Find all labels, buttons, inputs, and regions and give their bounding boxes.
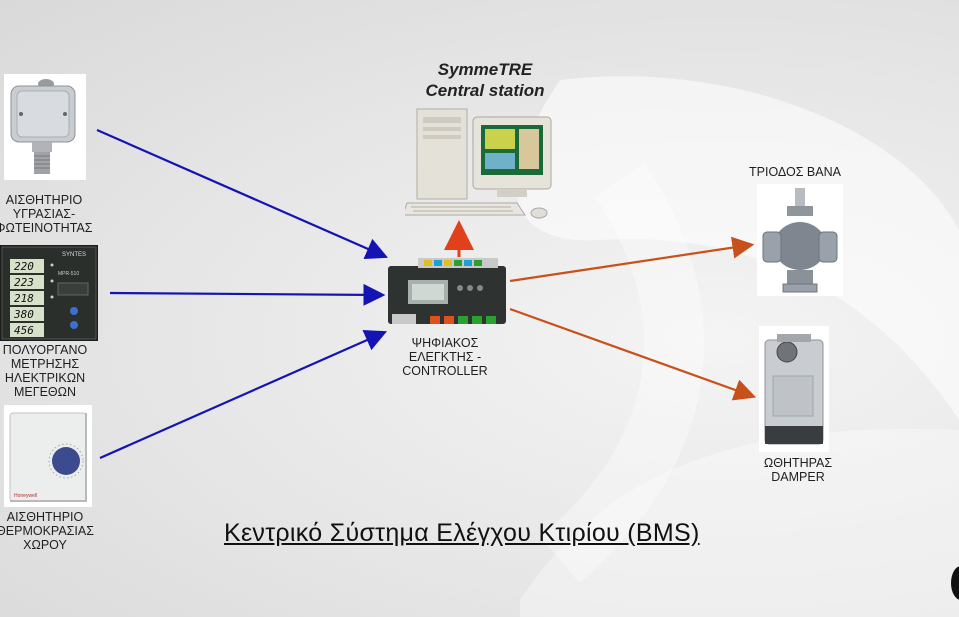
meter-reading-3: 218	[14, 292, 34, 305]
meter-reading-5: 456	[14, 324, 34, 337]
valve-label: ΤΡΙΟΔΟΣ ΒΑΝΑ	[749, 165, 841, 179]
temperature-sensor-label: ΑΙΣΘΗΤΗΡΙΟ ΘΕΡΜΟΚΡΑΣΙΑΣ ΧΩΡΟΥ	[0, 510, 94, 552]
meter-reading-4: 380	[13, 308, 34, 321]
multimeter-label: ΠΟΛΥΟΡΓΑΝΟ ΜΕΤΡΗΣΗΣ ΗΛΕΚΤΡΙΚΩΝ ΜΕΓΕΘΩΝ	[2, 343, 88, 399]
controller-image	[388, 258, 506, 330]
main-title: Κεντρικό Σύστημα Ελέγχου Κτιρίου (BMS)	[224, 519, 700, 547]
multimeter-image: 220 223 218 380 456 SYNTES MPR-510	[0, 245, 98, 341]
humidity-sensor-image	[4, 74, 86, 180]
central-station-computer-image	[405, 103, 560, 223]
humidity-sensor-label: ΑΙΣΘΗΤΗΡΙΟ ΥΓΡΑΣΙΑΣ-ΦΩΤΕΙΝΟΤΗΤΑΣ	[0, 193, 93, 235]
station-title: SymmeTRE Central station	[400, 59, 570, 101]
controller-label: ΨΗΦΙΑΚΟΣ ΕΛΕΓΚΤΗΣ - CONTROLLER	[402, 336, 488, 378]
valve-image	[757, 184, 843, 296]
meter-model: MPR-510	[58, 271, 79, 277]
edge-decoration	[951, 566, 959, 600]
damper-actuator-image	[759, 326, 829, 452]
arrow-controller-to-valve	[509, 236, 755, 283]
damper-label: ΩΘΗΤΗΡΑΣ DAMPER	[763, 456, 833, 484]
arrow-meter-to-controller	[109, 283, 386, 306]
meter-reading-1: 220	[14, 260, 34, 273]
arrow-controller-to-damper	[509, 307, 757, 401]
arrow-temp-to-controller	[99, 330, 388, 460]
thermostat-brand: Honeywell	[14, 493, 37, 499]
station-title-line2: Central station	[425, 81, 545, 100]
meter-reading-2: 223	[14, 276, 34, 289]
station-title-line1: SymmeTRE	[437, 60, 533, 79]
meter-brand: SYNTES	[62, 252, 86, 258]
temperature-sensor-image: Honeywell	[4, 405, 92, 507]
arrow-humidity-to-controller	[96, 128, 389, 259]
